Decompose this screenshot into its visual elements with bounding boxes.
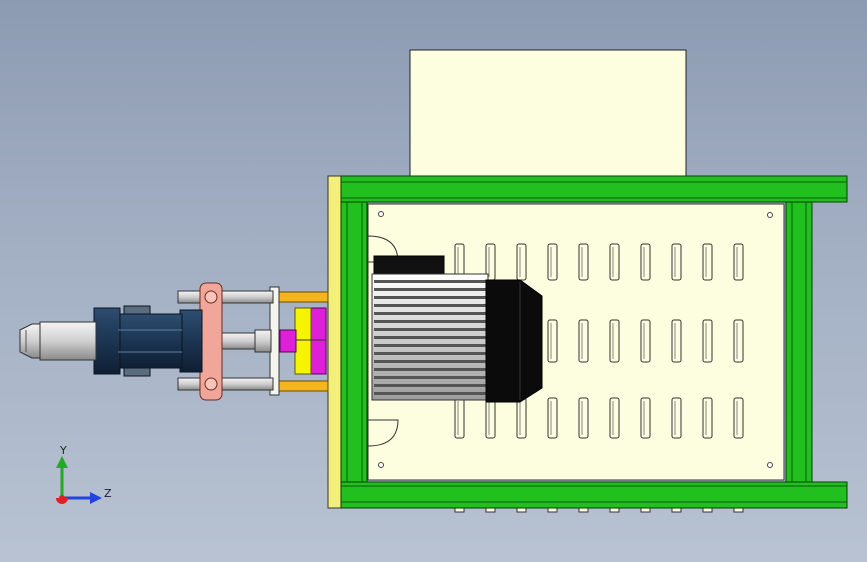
frame-bottom-rail xyxy=(340,481,848,509)
vent-slot xyxy=(516,243,527,281)
vent-slot xyxy=(516,397,527,439)
vent-slot xyxy=(454,397,465,439)
vent-slot xyxy=(640,243,651,281)
panel-screws xyxy=(378,211,773,468)
vent-slot xyxy=(671,319,682,363)
vent-slot xyxy=(640,397,651,439)
vent-slot xyxy=(733,319,744,363)
vent-slot xyxy=(547,319,558,363)
vent-slot xyxy=(702,243,713,281)
y-axis-label: Y xyxy=(59,444,67,457)
vent-slot xyxy=(578,397,589,439)
vent-slot xyxy=(609,243,620,281)
z-axis-label: Z xyxy=(104,487,112,500)
cylinder-flange xyxy=(199,282,223,401)
coordinate-triad: Y Z xyxy=(56,444,112,504)
motor-end-cap xyxy=(485,279,543,403)
vent-slot xyxy=(578,243,589,281)
end-plate xyxy=(327,175,343,509)
vent-slot xyxy=(485,397,496,439)
vent-slot xyxy=(609,397,620,439)
pneumatic-cylinder xyxy=(93,305,203,377)
vent-slot xyxy=(547,243,558,281)
frame-right-post xyxy=(785,201,813,483)
vent-slot xyxy=(733,397,744,439)
vent-slot xyxy=(671,397,682,439)
vent-slot xyxy=(702,397,713,439)
vent-slot xyxy=(702,319,713,363)
panel-cutout-bottom xyxy=(367,419,399,447)
vent-slot xyxy=(640,319,651,363)
shaft-coupling xyxy=(279,307,327,375)
vent-slots xyxy=(454,243,744,439)
vent-slot xyxy=(733,243,744,281)
motor xyxy=(371,255,543,403)
vent-slot xyxy=(578,319,589,363)
rear-fitting xyxy=(19,321,97,361)
frame-top-rail xyxy=(340,175,848,203)
vent-slot xyxy=(547,397,558,439)
frame-left-post xyxy=(340,201,368,483)
vent-slot xyxy=(609,319,620,363)
top-box xyxy=(409,49,687,179)
vent-slot xyxy=(671,243,682,281)
